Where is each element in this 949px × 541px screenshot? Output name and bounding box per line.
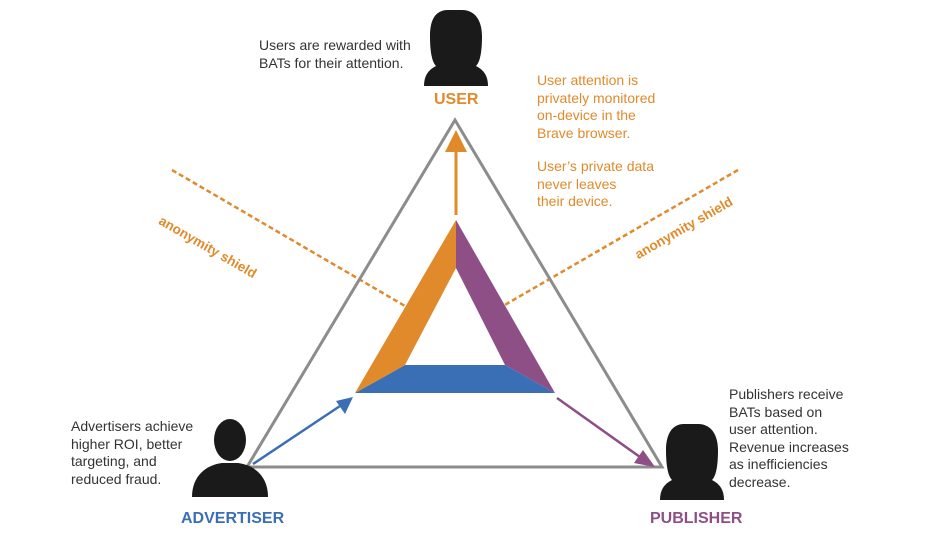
note-line: higher ROI, better — [71, 435, 183, 452]
advertiser-arrow-head — [336, 397, 353, 414]
note-line: Advertisers achieve — [71, 418, 194, 434]
bat-logo-purple-side — [456, 220, 555, 393]
note-line: never leaves — [537, 175, 617, 192]
note-line: BATs for their attention. — [259, 54, 404, 71]
note-line: Publishers receive — [729, 386, 844, 402]
attention-arrow-head — [445, 130, 467, 152]
advertiser-label: ADVERTISER — [181, 510, 285, 527]
note-line: Revenue increases — [729, 438, 849, 455]
note-line: reduced fraud. — [71, 470, 162, 487]
man-silhouette-icon — [192, 419, 268, 497]
advertiser-note: Advertisers achieve higher ROI, better t… — [71, 418, 193, 488]
private-data-note: User’s private data never leaves their d… — [537, 158, 654, 211]
note-line: their device. — [537, 193, 613, 209]
note-line: Brave browser. — [537, 124, 631, 141]
publisher-arrow — [556, 396, 641, 459]
note-line: on-device in the — [537, 107, 636, 123]
advertiser-arrow — [252, 404, 341, 466]
user-reward-note: Users are rewarded with BATs for their a… — [259, 37, 411, 72]
note-line: as inefficiencies — [729, 456, 828, 472]
anonymity-shield-right-line — [502, 168, 739, 308]
note-line: privately monitored — [537, 89, 656, 106]
ecosystem-triangle — [244, 117, 665, 469]
note-line: User’s private data — [537, 158, 654, 174]
woman-silhouette-icon — [660, 424, 724, 500]
user-label: USER — [434, 91, 479, 108]
publisher-note: Publishers receive BATs based on user at… — [729, 386, 849, 491]
anonymity-shield-left-line — [171, 168, 406, 308]
bat-logo-orange-side — [355, 220, 456, 393]
note-line: user attention. — [729, 421, 818, 437]
note-line: decrease. — [729, 473, 791, 490]
note-line: targeting, and — [71, 453, 157, 469]
attention-monitoring-note: User attention is privately monitored on… — [537, 72, 655, 142]
note-line: BATs based on — [729, 403, 823, 420]
publisher-label: PUBLISHER — [650, 510, 743, 527]
bat-logo-icon — [355, 220, 555, 393]
woman-silhouette-icon — [424, 10, 488, 86]
note-line: User attention is — [537, 72, 639, 88]
note-line: Users are rewarded with — [259, 37, 411, 53]
bat-logo-blue-base — [355, 365, 555, 393]
publisher-arrow-head — [634, 450, 655, 467]
